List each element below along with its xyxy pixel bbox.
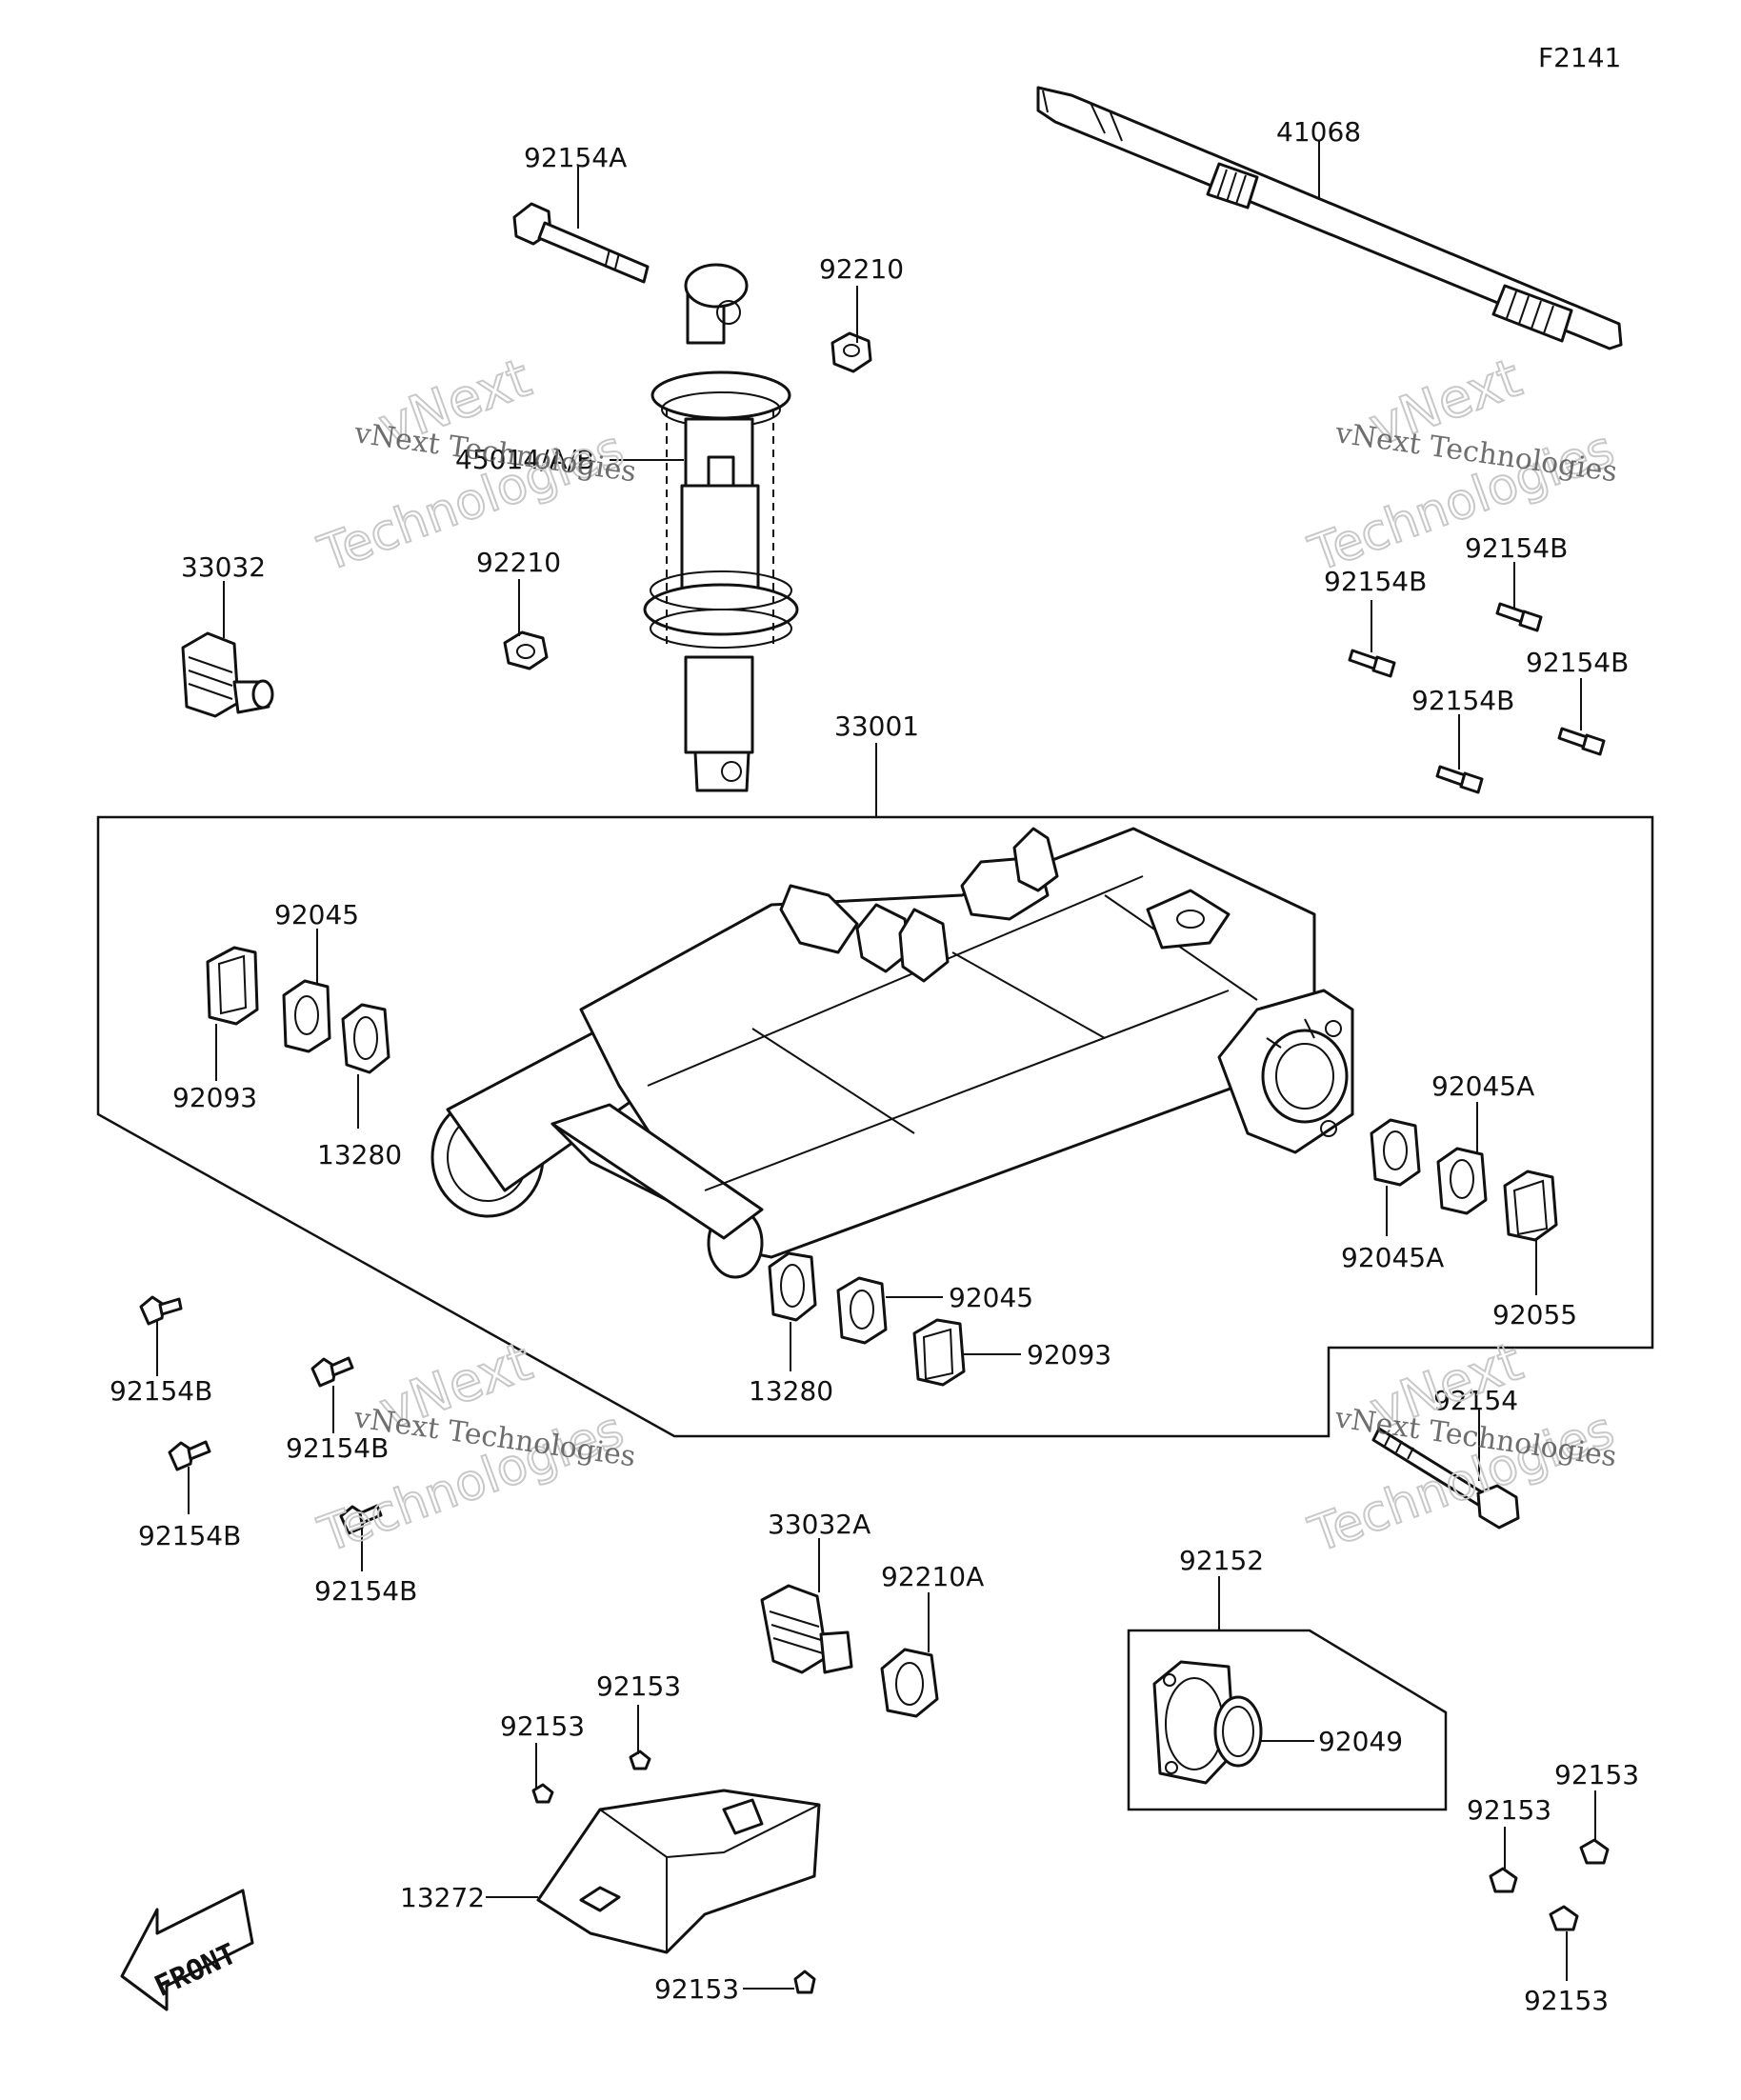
callout-92153-1: 92153 bbox=[500, 1710, 585, 1742]
bolt-92154b-5[interactable] bbox=[139, 1295, 183, 1326]
nut-92210-top[interactable] bbox=[830, 331, 872, 373]
callout-33001: 33001 bbox=[834, 710, 919, 742]
callout-45014: 45014/A/B bbox=[455, 444, 594, 475]
callout-41068: 41068 bbox=[1276, 116, 1361, 148]
callout-92154b-2: 92154B bbox=[1324, 566, 1427, 597]
bearing-92045a-upper[interactable] bbox=[1436, 1147, 1488, 1215]
callout-92154b-5: 92154B bbox=[110, 1375, 212, 1407]
bolt-92154b-6[interactable] bbox=[310, 1356, 354, 1388]
cap-92093-left[interactable] bbox=[206, 946, 259, 1026]
callout-92154b-6: 92154B bbox=[286, 1432, 389, 1464]
swingarm[interactable] bbox=[430, 827, 1354, 1279]
callout-92210-top: 92210 bbox=[819, 253, 904, 285]
cap-92093-bottom[interactable] bbox=[912, 1318, 966, 1387]
callout-92154b-7: 92154B bbox=[138, 1520, 241, 1551]
bolt-92154b-8[interactable] bbox=[339, 1504, 383, 1535]
nut-92210-lower[interactable] bbox=[503, 630, 549, 670]
collar-13280-bottom[interactable] bbox=[768, 1251, 817, 1322]
callout-92154a: 92154A bbox=[524, 142, 627, 173]
shock-absorber[interactable] bbox=[643, 263, 799, 792]
callout-92154: 92154 bbox=[1433, 1385, 1518, 1416]
callout-92153-2: 92153 bbox=[596, 1670, 681, 1702]
bolt-92154a[interactable] bbox=[512, 202, 650, 284]
callout-92045a-upper: 92045A bbox=[1431, 1070, 1534, 1102]
screw-92153-1[interactable] bbox=[531, 1783, 554, 1804]
bearing-92045-left[interactable] bbox=[282, 979, 331, 1053]
seal-92055[interactable] bbox=[1503, 1170, 1558, 1242]
screw-92153-5[interactable] bbox=[1489, 1867, 1518, 1893]
callout-92045-left: 92045 bbox=[274, 899, 359, 930]
pivot-adjuster-33032[interactable] bbox=[181, 631, 274, 718]
callout-13280-bottom: 13280 bbox=[749, 1375, 833, 1407]
callout-13280-left: 13280 bbox=[317, 1139, 402, 1170]
watermark-4: vNext Technologies vNext Technologies bbox=[1301, 1330, 1622, 1565]
locknut-92210a[interactable] bbox=[880, 1648, 939, 1718]
holder-group-outline bbox=[1127, 1629, 1448, 1811]
bolt-92154b-4[interactable] bbox=[1435, 765, 1484, 794]
callout-92055: 92055 bbox=[1492, 1299, 1577, 1330]
callout-13272: 13272 bbox=[400, 1882, 485, 1913]
callout-92153-6: 92153 bbox=[1524, 1985, 1609, 2016]
callout-92153-3: 92153 bbox=[654, 1973, 739, 2005]
screw-92153-2[interactable] bbox=[629, 1750, 651, 1770]
screw-92153-6[interactable] bbox=[1549, 1905, 1579, 1931]
callout-92152: 92152 bbox=[1179, 1545, 1264, 1576]
callout-33032: 33032 bbox=[181, 551, 266, 583]
figure-code: F2141 bbox=[1538, 42, 1621, 73]
watermark-2: vNext Technologies vNext Technologies bbox=[1301, 346, 1622, 584]
bolt-92154b-7[interactable] bbox=[168, 1440, 211, 1471]
bearing-92045a-lower[interactable] bbox=[1370, 1118, 1421, 1187]
callout-92045a-lower: 92045A bbox=[1341, 1242, 1444, 1273]
callout-92154b-4: 92154B bbox=[1411, 685, 1514, 716]
callout-92210a: 92210A bbox=[881, 1561, 984, 1592]
guard-13272[interactable] bbox=[536, 1789, 821, 1954]
adjuster-33032a[interactable] bbox=[760, 1584, 853, 1674]
callout-92153-5: 92153 bbox=[1467, 1794, 1551, 1826]
bearing-92045-bottom[interactable] bbox=[836, 1276, 888, 1345]
callout-92210-lower: 92210 bbox=[476, 547, 561, 578]
screw-92153-4[interactable] bbox=[1579, 1838, 1610, 1865]
callout-92154b-1: 92154B bbox=[1465, 532, 1568, 564]
callout-92049: 92049 bbox=[1318, 1726, 1403, 1757]
callout-92093-left: 92093 bbox=[172, 1082, 257, 1113]
watermark-1: vNext Technologies vNext Technologies bbox=[310, 346, 638, 584]
bolt-92154[interactable] bbox=[1371, 1427, 1520, 1530]
swingarm-group-outline bbox=[96, 815, 1654, 1438]
bolt-92154b-1[interactable] bbox=[1495, 602, 1543, 632]
callout-33032a: 33032A bbox=[768, 1509, 870, 1540]
callout-92093-bottom: 92093 bbox=[1027, 1339, 1111, 1370]
drive-shaft[interactable] bbox=[1036, 86, 1623, 350]
callout-92045-bottom: 92045 bbox=[949, 1282, 1033, 1313]
bolt-92154b-3[interactable] bbox=[1557, 727, 1606, 756]
front-arrow-icon: FRONT bbox=[120, 1889, 254, 2011]
screw-92153-3[interactable] bbox=[793, 1970, 816, 1994]
oil-seal-92049[interactable] bbox=[1213, 1695, 1263, 1768]
callout-92154b-3: 92154B bbox=[1526, 647, 1629, 678]
bolt-92154b-2[interactable] bbox=[1348, 649, 1396, 678]
callout-92154b-8: 92154B bbox=[314, 1575, 417, 1607]
callout-92153-4: 92153 bbox=[1554, 1759, 1639, 1790]
collar-13280-left[interactable] bbox=[341, 1003, 390, 1074]
